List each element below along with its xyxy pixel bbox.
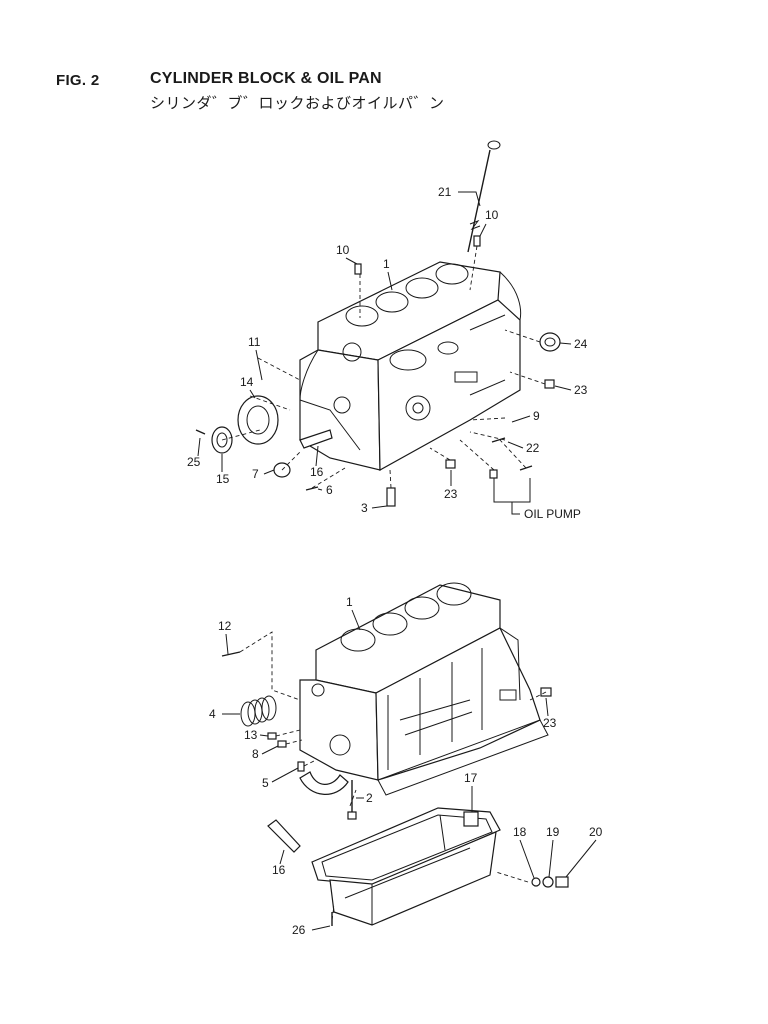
callout-10a: 10 (336, 243, 350, 257)
pin-part-6 (305, 486, 319, 491)
oil-pan-part-17 (311, 807, 501, 926)
bottom-callouts: 1 12 4 13 8 5 2 23 17 16 18 19 20 (209, 595, 603, 937)
callout-23-right: 23 (574, 383, 588, 397)
callout-21: 21 (438, 185, 452, 199)
callout-16-bottom: 16 (272, 863, 286, 877)
callout-23-bottom: 23 (444, 487, 458, 501)
callout-19: 19 (546, 825, 560, 839)
callout-1-top: 1 (383, 257, 390, 271)
plug-part-23b (445, 459, 456, 469)
plug-part-23a (544, 379, 555, 389)
callout-10b: 10 (485, 208, 499, 222)
spring-part-4 (240, 695, 277, 727)
callout-5: 5 (262, 776, 269, 790)
callout-17: 17 (464, 771, 478, 785)
callout-3: 3 (361, 501, 368, 515)
callout-15: 15 (216, 472, 230, 486)
dowel-pin-part-10b (473, 235, 481, 247)
sealant-tube-part-16 (299, 429, 333, 449)
washer-part-18 (531, 877, 541, 887)
callout-22: 22 (526, 441, 540, 455)
label-oil-pump: OIL PUMP (524, 507, 581, 521)
callout-26: 26 (292, 923, 306, 937)
callout-4: 4 (209, 707, 216, 721)
figure-number: FIG. 2 (56, 72, 100, 89)
stud-part-12 (221, 651, 241, 657)
callout-12: 12 (218, 619, 232, 633)
bolt-part-25 (195, 429, 206, 435)
callout-9: 9 (533, 409, 540, 423)
dowel-part-5b (297, 761, 305, 772)
figure-subtitle-japanese: シリンダ゛ブ゛ロックおよびオイルパ゛ン (150, 94, 445, 112)
bearing-cap-part-5 (299, 771, 349, 795)
gasket-part-19 (542, 876, 554, 888)
callout-25: 25 (187, 455, 201, 469)
callout-18: 18 (513, 825, 527, 839)
callout-7-top: 7 (252, 467, 259, 481)
seal-retainer-part-14 (237, 395, 279, 445)
callout-23-bottom-right: 23 (543, 716, 557, 730)
dipstick-part-21 (467, 140, 501, 253)
bottom-cylinder-block (299, 582, 549, 796)
callout-2: 2 (366, 791, 373, 805)
part-8 (277, 740, 287, 748)
callout-24: 24 (574, 337, 588, 351)
callout-14: 14 (240, 375, 254, 389)
callout-20: 20 (589, 825, 603, 839)
oil-seal-part-24 (539, 332, 561, 352)
top-callouts: 21 10 10 1 11 14 24 23 9 22 25 15 7 (187, 185, 588, 521)
callout-8: 8 (252, 747, 259, 761)
plug-part-3 (386, 487, 396, 507)
figure-title: CYLINDER BLOCK & OIL PAN (150, 70, 382, 87)
callout-1-bottom: 1 (346, 595, 353, 609)
drain-plug-part-20 (555, 876, 569, 888)
callout-16-top: 16 (310, 465, 324, 479)
dowel-pin-part-10a (354, 263, 362, 275)
part-13 (267, 732, 277, 740)
callout-11: 11 (248, 335, 261, 349)
callout-13: 13 (244, 728, 258, 742)
top-cylinder-block (299, 261, 522, 472)
pin-part-22 (491, 437, 506, 443)
sealant-tube-part-16-bottom (267, 819, 301, 853)
callout-6: 6 (326, 483, 333, 497)
